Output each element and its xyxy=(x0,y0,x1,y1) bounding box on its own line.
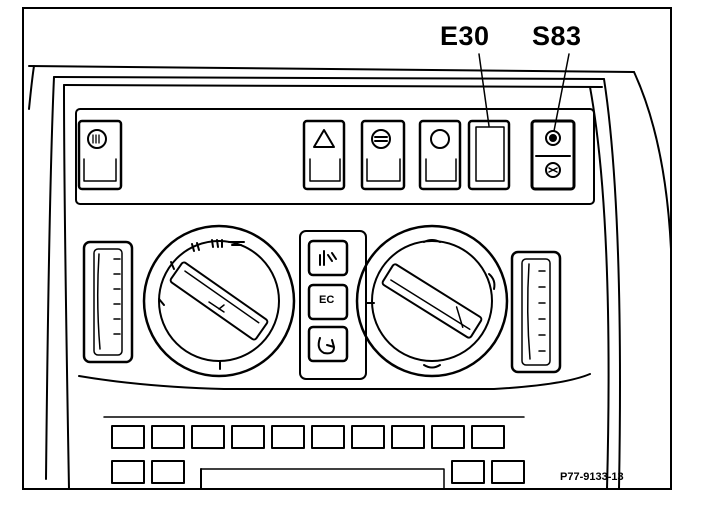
round-switch[interactable] xyxy=(418,119,462,191)
left-temperature-wheel[interactable] xyxy=(82,240,134,364)
econ-button-label: EC xyxy=(319,294,335,306)
callout-e30: E30 xyxy=(440,21,490,51)
fan-dial-knob xyxy=(169,261,269,341)
round-switch-icon xyxy=(430,129,450,149)
air-distribution-icon xyxy=(319,250,337,266)
callout-s83: S83 xyxy=(532,21,582,51)
vent-grille xyxy=(103,416,525,488)
recirculation-icon xyxy=(317,337,335,355)
fan-speed-dial[interactable] xyxy=(142,224,296,378)
dashboard-outline xyxy=(28,65,670,488)
air-distribution-button[interactable] xyxy=(307,239,349,277)
switch-strip xyxy=(75,108,595,205)
fog-lamp-icon xyxy=(87,129,107,149)
blank-switch-icon xyxy=(475,126,505,182)
center-buttons xyxy=(299,230,367,380)
figure-id: P77-9133-13 xyxy=(560,471,624,483)
rear-defrost-switch[interactable] xyxy=(360,119,406,191)
recirculation-button[interactable] xyxy=(307,325,349,363)
rear-defrost-icon xyxy=(371,129,391,149)
diagram-frame: E30 S83 EC P77-9133-13 xyxy=(22,7,672,490)
climate-control-panel-diagram xyxy=(28,53,670,488)
distribution-dial-knob xyxy=(381,263,483,339)
distribution-marks xyxy=(366,239,496,369)
hazard-triangle-icon xyxy=(313,129,335,148)
econ-button[interactable] xyxy=(307,283,349,321)
right-temperature-wheel[interactable] xyxy=(510,250,562,374)
switch-e30[interactable] xyxy=(467,119,511,191)
fan-speed-marks xyxy=(158,239,245,370)
air-distribution-dial[interactable] xyxy=(355,224,509,378)
fog-lamp-switch[interactable] xyxy=(77,119,123,191)
dual-switch-icon xyxy=(545,130,561,178)
hazard-switch[interactable] xyxy=(302,119,346,191)
switch-s83[interactable] xyxy=(530,119,576,191)
callout-leaders xyxy=(478,53,570,132)
